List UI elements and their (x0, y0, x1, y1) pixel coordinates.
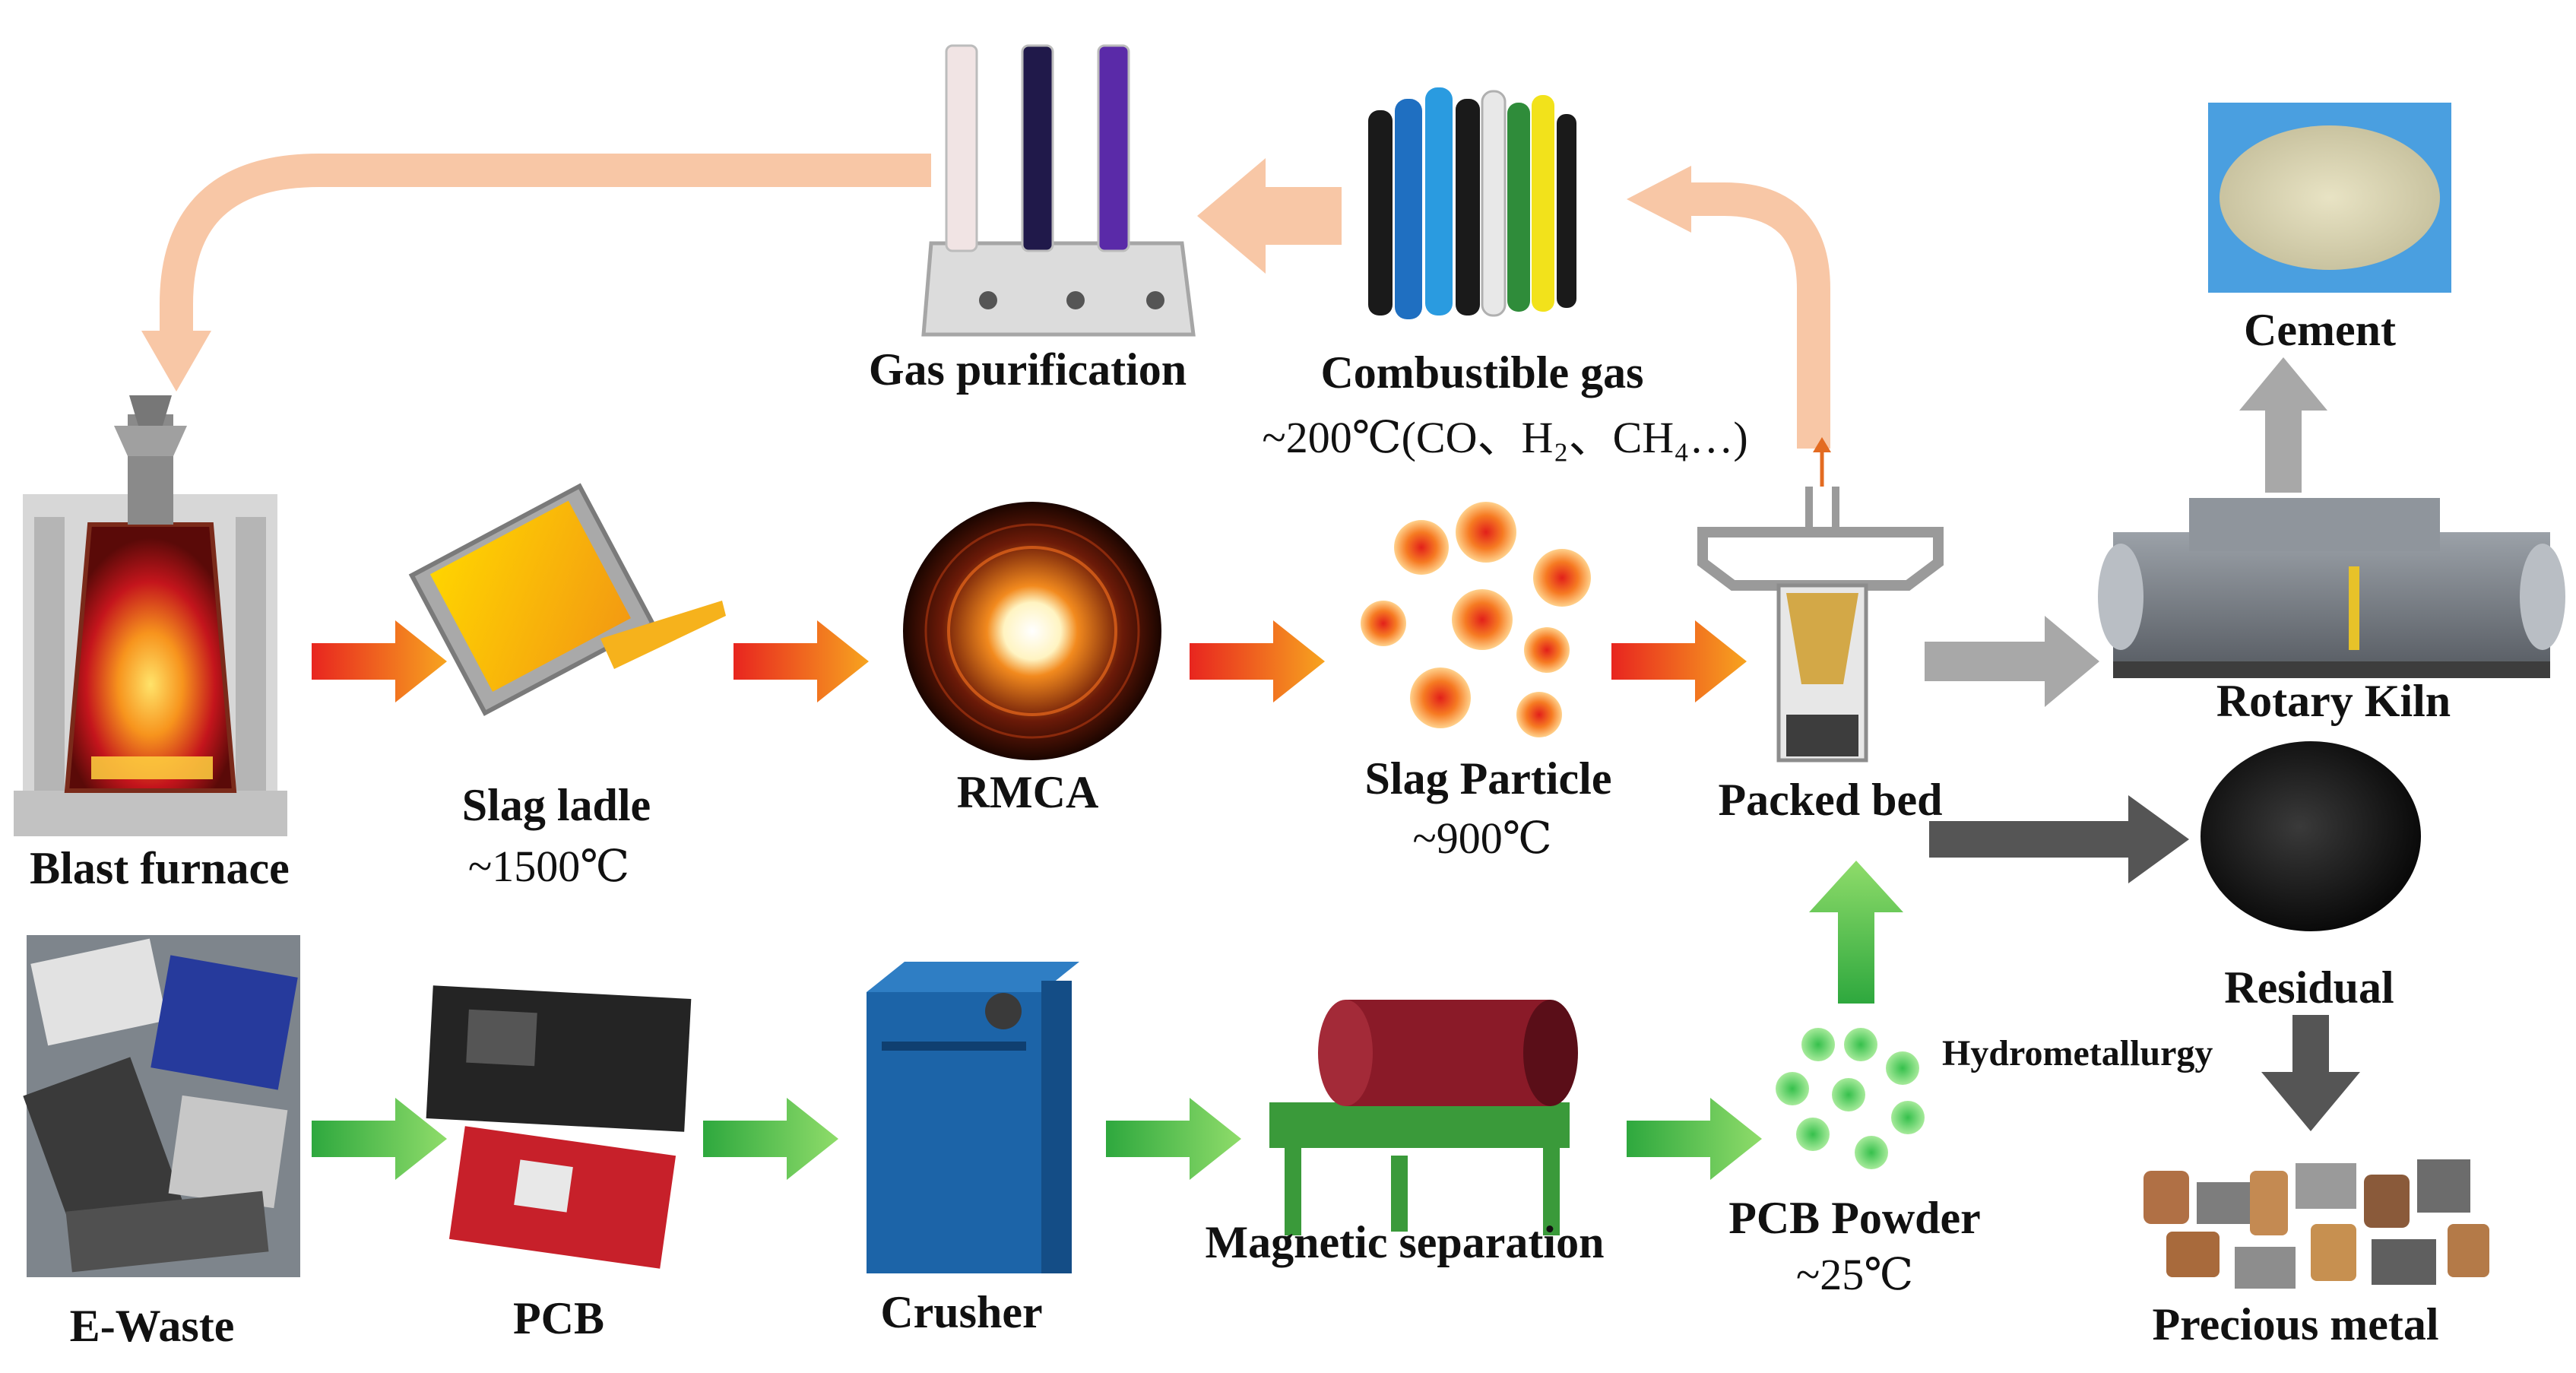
magnetic-separator-icon (1269, 1000, 1578, 1235)
gas-arrowhead-purifier-to-furnace (141, 331, 211, 392)
pcb-powder-temperature: ~25℃ (1795, 1250, 1914, 1299)
pcb-label: PCB (513, 1293, 604, 1343)
cement-label: Cement (2244, 305, 2396, 355)
crusher-icon (867, 962, 1079, 1273)
combustible-gas-label: Combustible gas (1320, 347, 1644, 398)
rotary-kiln-icon (2098, 498, 2565, 678)
pcb-icon (426, 985, 692, 1269)
hot-arrow-ladle-to-rmca (734, 620, 869, 702)
residual-label: Residual (2224, 962, 2394, 1013)
residual-icon (2201, 741, 2421, 931)
green-arrow-powder-to-bed (1809, 861, 1903, 1004)
rotary-kiln-label: Rotary Kiln (2216, 676, 2451, 726)
dark-arrow-residual-to-metal (2261, 1015, 2360, 1131)
green-arrow-pcb-to-crusher (703, 1098, 838, 1180)
slag-particle-label: Slag Particle (1364, 753, 1612, 804)
gas-cylinders-icon (1368, 87, 1576, 319)
slag-ladle-label: Slag ladle (461, 780, 651, 830)
slag-particle-temperature: ~900℃ (1412, 813, 1552, 863)
e-waste-label: E-Waste (69, 1301, 235, 1351)
hot-arrow-rmca-to-particle (1190, 620, 1325, 702)
pcb-powder-label: PCB Powder (1728, 1193, 1981, 1243)
packed-bed-icon (1697, 437, 1944, 763)
rmca-icon (903, 502, 1161, 760)
slag-ladle-icon (408, 483, 726, 716)
crusher-label: Crusher (880, 1287, 1043, 1337)
slag-ladle-temperature: ~1500℃ (467, 842, 630, 891)
gas-purification-label: Gas purification (868, 344, 1187, 395)
e-waste-icon (23, 935, 300, 1277)
gas-arrow-cylinders-to-purifier (1197, 158, 1342, 274)
precious-metal-icon (2143, 1159, 2489, 1289)
gas-purifier-icon (921, 44, 1196, 337)
hot-arrow-furnace-to-ladle (312, 620, 447, 702)
green-arrow-separator-to-powder (1627, 1098, 1762, 1180)
hot-arrow-particle-to-bed (1611, 620, 1747, 702)
combustible-gas-detail: ~200℃(CO、H₂、CH₄…) (1262, 413, 1748, 462)
green-arrow-crusher-to-separator (1106, 1098, 1241, 1180)
slag-particle-icon (1361, 502, 1591, 737)
magnetic-separation-label: Magnetic separation (1205, 1217, 1605, 1267)
gas-arrow-bed-to-cylinders (1684, 182, 1830, 449)
blast-furnace-icon (14, 395, 287, 836)
hydrometallurgy-label: Hydrometallurgy (1942, 1033, 2213, 1073)
blast-furnace-label: Blast furnace (30, 843, 290, 893)
dark-arrow-bed-to-residual (1929, 795, 2189, 883)
precious-metal-label: Precious metal (2152, 1299, 2439, 1349)
cement-icon (2208, 103, 2451, 293)
gas-arrowhead-bed-to-cylinders (1627, 166, 1691, 233)
pcb-powder-icon (1776, 1028, 1925, 1169)
gas-arrow-purifier-to-furnace (160, 154, 931, 335)
rmca-label: RMCA (956, 767, 1099, 817)
green-arrow-ewaste-to-pcb (312, 1098, 447, 1180)
gray-arrow-kiln-to-cement (2239, 357, 2327, 493)
packed-bed-label: Packed bed (1718, 775, 1943, 825)
gray-arrow-bed-to-kiln (1925, 616, 2099, 707)
